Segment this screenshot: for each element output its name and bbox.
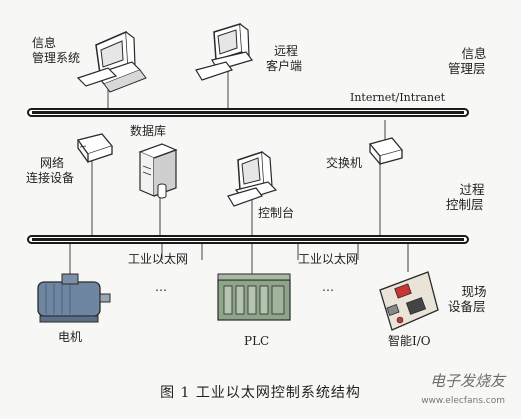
label-field-layer: 现场 设备层 (448, 284, 487, 314)
internet-bus (27, 108, 469, 117)
remote-client-computer-icon (195, 23, 253, 81)
network-device-icon (76, 133, 114, 163)
label-internet: Internet/Intranet (350, 91, 446, 104)
label-database: 数据库 (130, 124, 167, 138)
label-remote-client: 远程 客户端 (266, 44, 303, 73)
label-ellipsis-left: … (155, 280, 167, 294)
watermark-logo: 电子发烧友 (429, 372, 505, 390)
watermark-url: www.elecfans.com (421, 396, 505, 406)
figure-caption: 图 1 工业以太网控制系统结构 (160, 385, 361, 401)
label-network-device: 网络 连接设备 (26, 156, 75, 185)
label-info-layer: 信息 管理层 (448, 46, 487, 76)
label-plc: PLC (244, 334, 270, 348)
label-ethernet-left: 工业以太网 (128, 252, 189, 266)
industrial-ethernet-bus (27, 235, 469, 244)
plc-icon (217, 273, 291, 321)
database-server-icon (138, 143, 178, 199)
label-ellipsis-right: … (322, 280, 334, 294)
label-smart-io: 智能I/O (388, 334, 431, 348)
switch-icon (368, 137, 404, 165)
console-computer-icon (227, 150, 278, 207)
label-switch: 交换机 (326, 156, 363, 170)
info-system-computer-icon (76, 30, 147, 93)
motor-icon (37, 273, 111, 323)
label-motor: 电机 (58, 330, 83, 344)
label-process-layer: 过程 控制层 (446, 182, 485, 212)
label-ethernet-right: 工业以太网 (298, 252, 359, 266)
smart-io-board-icon (379, 271, 439, 331)
label-info-system: 信息 管理系统 (32, 36, 81, 65)
label-console: 控制台 (258, 206, 295, 220)
